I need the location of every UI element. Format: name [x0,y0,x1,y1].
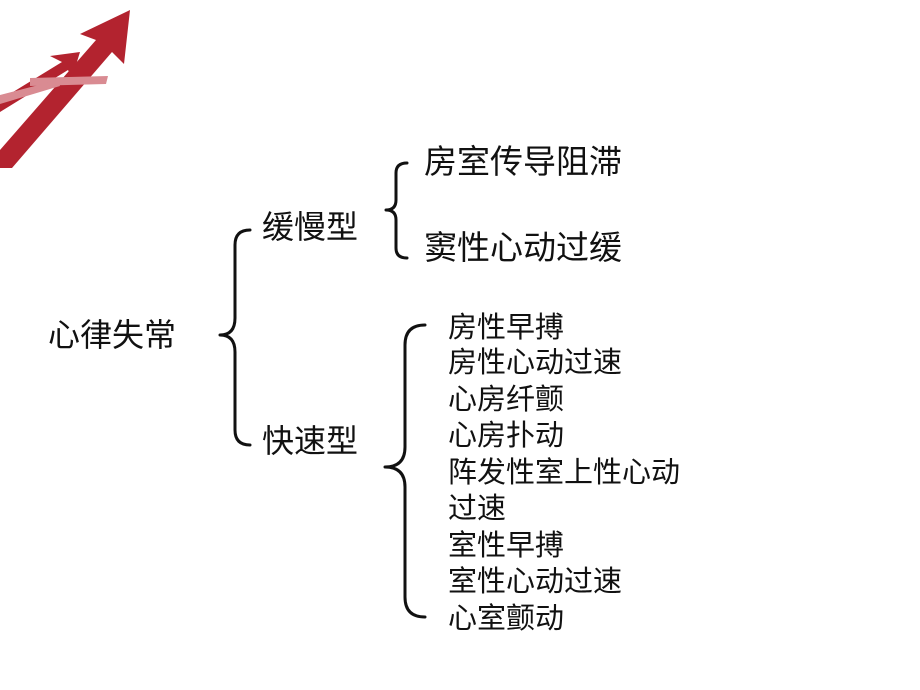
slow-type-label: 缓慢型 [262,208,359,246]
slow-brace [384,161,409,260]
fast-item: 心室颤动 [448,601,565,635]
slow-item: 窦性心动过缓 [424,228,622,267]
fast-item: 室性早搏 [448,528,565,562]
fast-item: 过速 [448,491,507,525]
fast-item: 房性早搏 [448,310,565,344]
fast-item: 室性心动过速 [448,564,623,598]
fast-item: 房性心动过速 [448,345,623,379]
fast-item: 阵发性室上性心动 [448,455,681,489]
fast-item: 心房纤颤 [448,382,565,416]
fast-brace [383,323,427,619]
arrow-logo-icon [0,10,130,168]
fast-type-label: 快速型 [262,422,359,460]
slow-item: 房室传导阻滞 [424,142,622,181]
root-brace [218,228,252,447]
root-label: 心律失常 [48,316,177,354]
fast-item: 心房扑动 [448,418,565,452]
